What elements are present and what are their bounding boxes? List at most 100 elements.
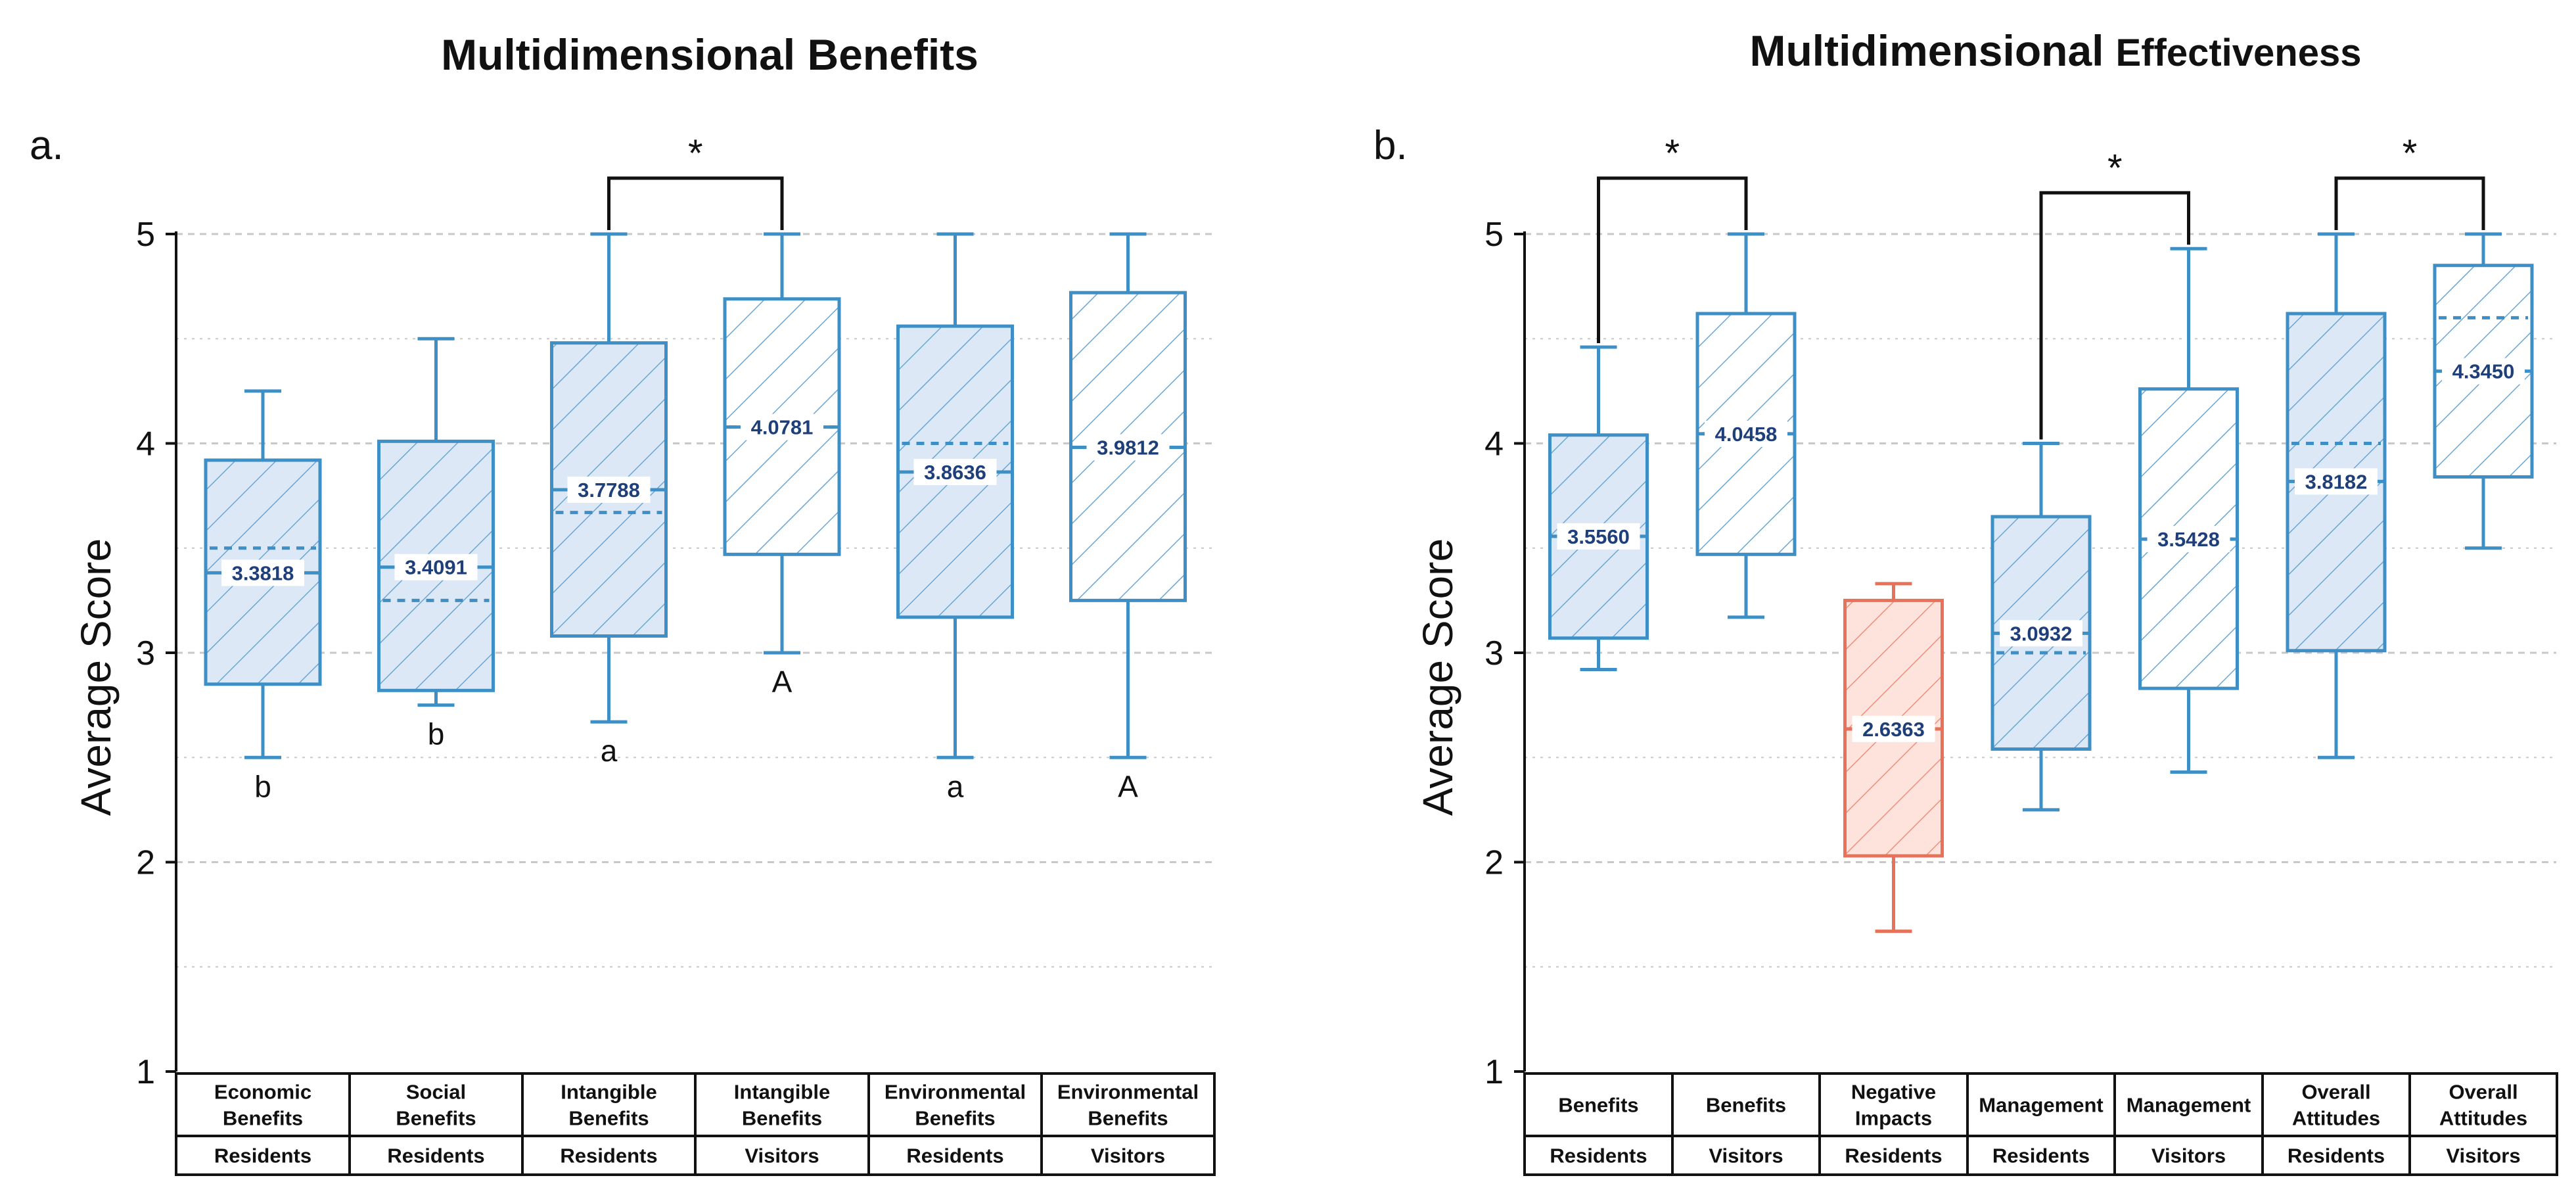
category-group: Visitors — [2446, 1144, 2520, 1168]
category-group: Visitors — [1091, 1144, 1165, 1168]
median-value-label: 3.5560 — [1567, 525, 1630, 548]
group-letter: a — [601, 734, 618, 768]
category-group: Residents — [1550, 1144, 1647, 1168]
panel-b-significance: * * * — [1597, 132, 2485, 440]
median-value-label: 2.6363 — [1862, 718, 1925, 741]
y-tick-label: 2 — [1484, 844, 1504, 882]
box-plot: 4.0458 — [1695, 232, 1797, 619]
bracket-line — [2039, 191, 2190, 440]
category-name-line: Negative — [1851, 1081, 1936, 1104]
category-name-line: Social — [406, 1081, 466, 1104]
category-name-line: Management — [2127, 1094, 2251, 1117]
category-group: Residents — [387, 1144, 484, 1168]
median-value-label: 4.0781 — [751, 416, 814, 439]
significance-bracket: * — [2334, 132, 2485, 230]
y-tick-label: 1 — [1484, 1053, 1504, 1091]
panel-a-boxes: 3.3818b3.4091b3.7788a4.0781A3.8636a3.981… — [204, 232, 1187, 803]
category-name-line: Attitudes — [2292, 1107, 2380, 1130]
median-label-background — [221, 559, 304, 586]
median-label-background — [1705, 420, 1787, 447]
median-label-background — [2147, 526, 2230, 553]
median-label-background — [1852, 715, 1935, 742]
category-name-line: Benefits — [568, 1107, 649, 1130]
category-name: Management — [2127, 1094, 2251, 1117]
significance-bracket: * — [1597, 132, 1748, 343]
bracket-line — [2334, 176, 2485, 230]
median-value-label: 4.0458 — [1715, 423, 1778, 446]
y-tick-label: 5 — [136, 216, 155, 254]
panel-a-chart: Multidimensional Benefits a. Average Sco… — [30, 30, 1216, 1176]
panel-a-y-axis-label: Average Score — [72, 538, 120, 816]
category-group: Residents — [214, 1144, 311, 1168]
box-plot: 2.6363 — [1843, 582, 1944, 933]
median-value-label: 3.8182 — [2305, 470, 2368, 493]
category-group: Visitors — [2151, 1144, 2226, 1168]
category-name: Benefits — [1706, 1094, 1786, 1117]
category-name-line: Benefits — [1558, 1094, 1638, 1117]
median-value-label: 3.9812 — [1097, 436, 1159, 459]
category-name-line: Impacts — [1855, 1107, 1932, 1130]
median-label-background — [2000, 620, 2082, 647]
group-letter: A — [772, 665, 793, 699]
group-letter: A — [1118, 769, 1138, 803]
y-tick-label: 4 — [136, 425, 155, 463]
significance-star: * — [688, 132, 703, 175]
box-plot: 3.4091 b — [377, 337, 495, 751]
panel-b-boxes: 3.55604.04582.63633.09323.54283.81824.34… — [1548, 232, 2534, 933]
y-tick-label: 1 — [136, 1053, 155, 1091]
category-name-line: Benefits — [1088, 1107, 1168, 1130]
median-label-background — [567, 476, 651, 503]
category-name-line: Environmental — [1057, 1081, 1199, 1104]
median-value-label: 4.3450 — [2452, 360, 2515, 383]
category-name: Benefits — [1558, 1094, 1638, 1117]
median-label-background — [394, 554, 478, 580]
significance-star: * — [2403, 132, 2418, 175]
category-group: Visitors — [745, 1144, 819, 1168]
panel-a-significance: * — [607, 132, 784, 230]
bracket-line — [607, 176, 784, 230]
category-name-line: Environmental — [885, 1081, 1026, 1104]
median-label-background — [913, 458, 997, 485]
box-plot: 3.8182 — [2286, 232, 2387, 759]
median-label-background — [2442, 358, 2525, 385]
group-letter: b — [428, 717, 445, 751]
category-name-line: Overall — [2301, 1081, 2370, 1104]
y-tick-label: 5 — [1484, 216, 1504, 254]
median-value-label: 3.3818 — [232, 561, 294, 584]
significance-star: * — [2107, 147, 2123, 189]
category-name-line: Attitudes — [2439, 1107, 2527, 1130]
panel-a-label: a. — [30, 123, 64, 168]
category-name-line: Benefits — [396, 1107, 476, 1130]
y-tick-label: 3 — [1484, 634, 1504, 672]
category-name-line: Overall — [2449, 1081, 2518, 1104]
table-border — [1523, 1072, 2558, 1176]
median-label-background — [1557, 523, 1640, 550]
category-group: Residents — [2288, 1144, 2385, 1168]
group-letter: a — [947, 769, 964, 803]
panel-a-gridlines — [176, 233, 1214, 968]
category-name-line: Economic — [214, 1081, 311, 1104]
box-plot: 3.0932 — [1990, 442, 2092, 812]
category-name-line: Benefits — [1706, 1094, 1786, 1117]
panel-b-y-axis-label: Average Score — [1414, 538, 1461, 816]
group-letter: b — [254, 769, 271, 803]
box-plot: 3.5560 — [1548, 345, 1649, 671]
median-value-label: 3.4091 — [405, 556, 467, 579]
significance-bracket: * — [607, 132, 784, 230]
category-name-line: Management — [1979, 1094, 2103, 1117]
box-plot: 3.3818 b — [204, 389, 322, 803]
panel-b-label: b. — [1373, 123, 1408, 168]
